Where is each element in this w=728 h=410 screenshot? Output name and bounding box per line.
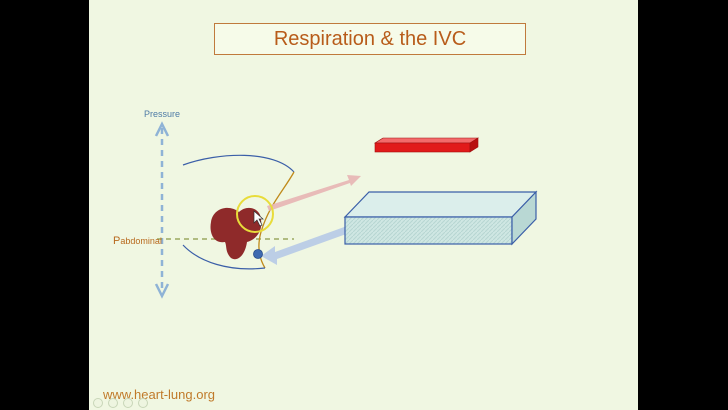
pabd-label-prefix: P <box>113 235 121 247</box>
pressure-axis <box>154 121 170 299</box>
slide-controls <box>93 398 148 408</box>
abdominal-pressure-label: Pabdominal <box>113 235 162 247</box>
heart-shape <box>210 207 262 260</box>
slide: Respiration & the IVC <box>89 0 638 410</box>
pressure-axis-label: Pressure <box>144 109 181 119</box>
red-pressure-bar <box>373 137 480 153</box>
next-slide-icon[interactable] <box>138 398 148 408</box>
abdominal-pressure-box <box>343 190 538 246</box>
pabd-label-suffix: abdominal <box>120 236 162 246</box>
cursor-icon <box>253 210 264 227</box>
highlight-circle <box>236 195 274 233</box>
ivc-dot <box>253 249 263 259</box>
blue-arrow <box>261 226 349 265</box>
respiration-diagram <box>154 121 538 299</box>
pen-icon[interactable] <box>108 398 118 408</box>
pink-arrow <box>267 175 361 211</box>
prev-slide-icon[interactable] <box>93 398 103 408</box>
menu-icon[interactable] <box>123 398 133 408</box>
slide-title: Respiration & the IVC <box>214 23 526 55</box>
